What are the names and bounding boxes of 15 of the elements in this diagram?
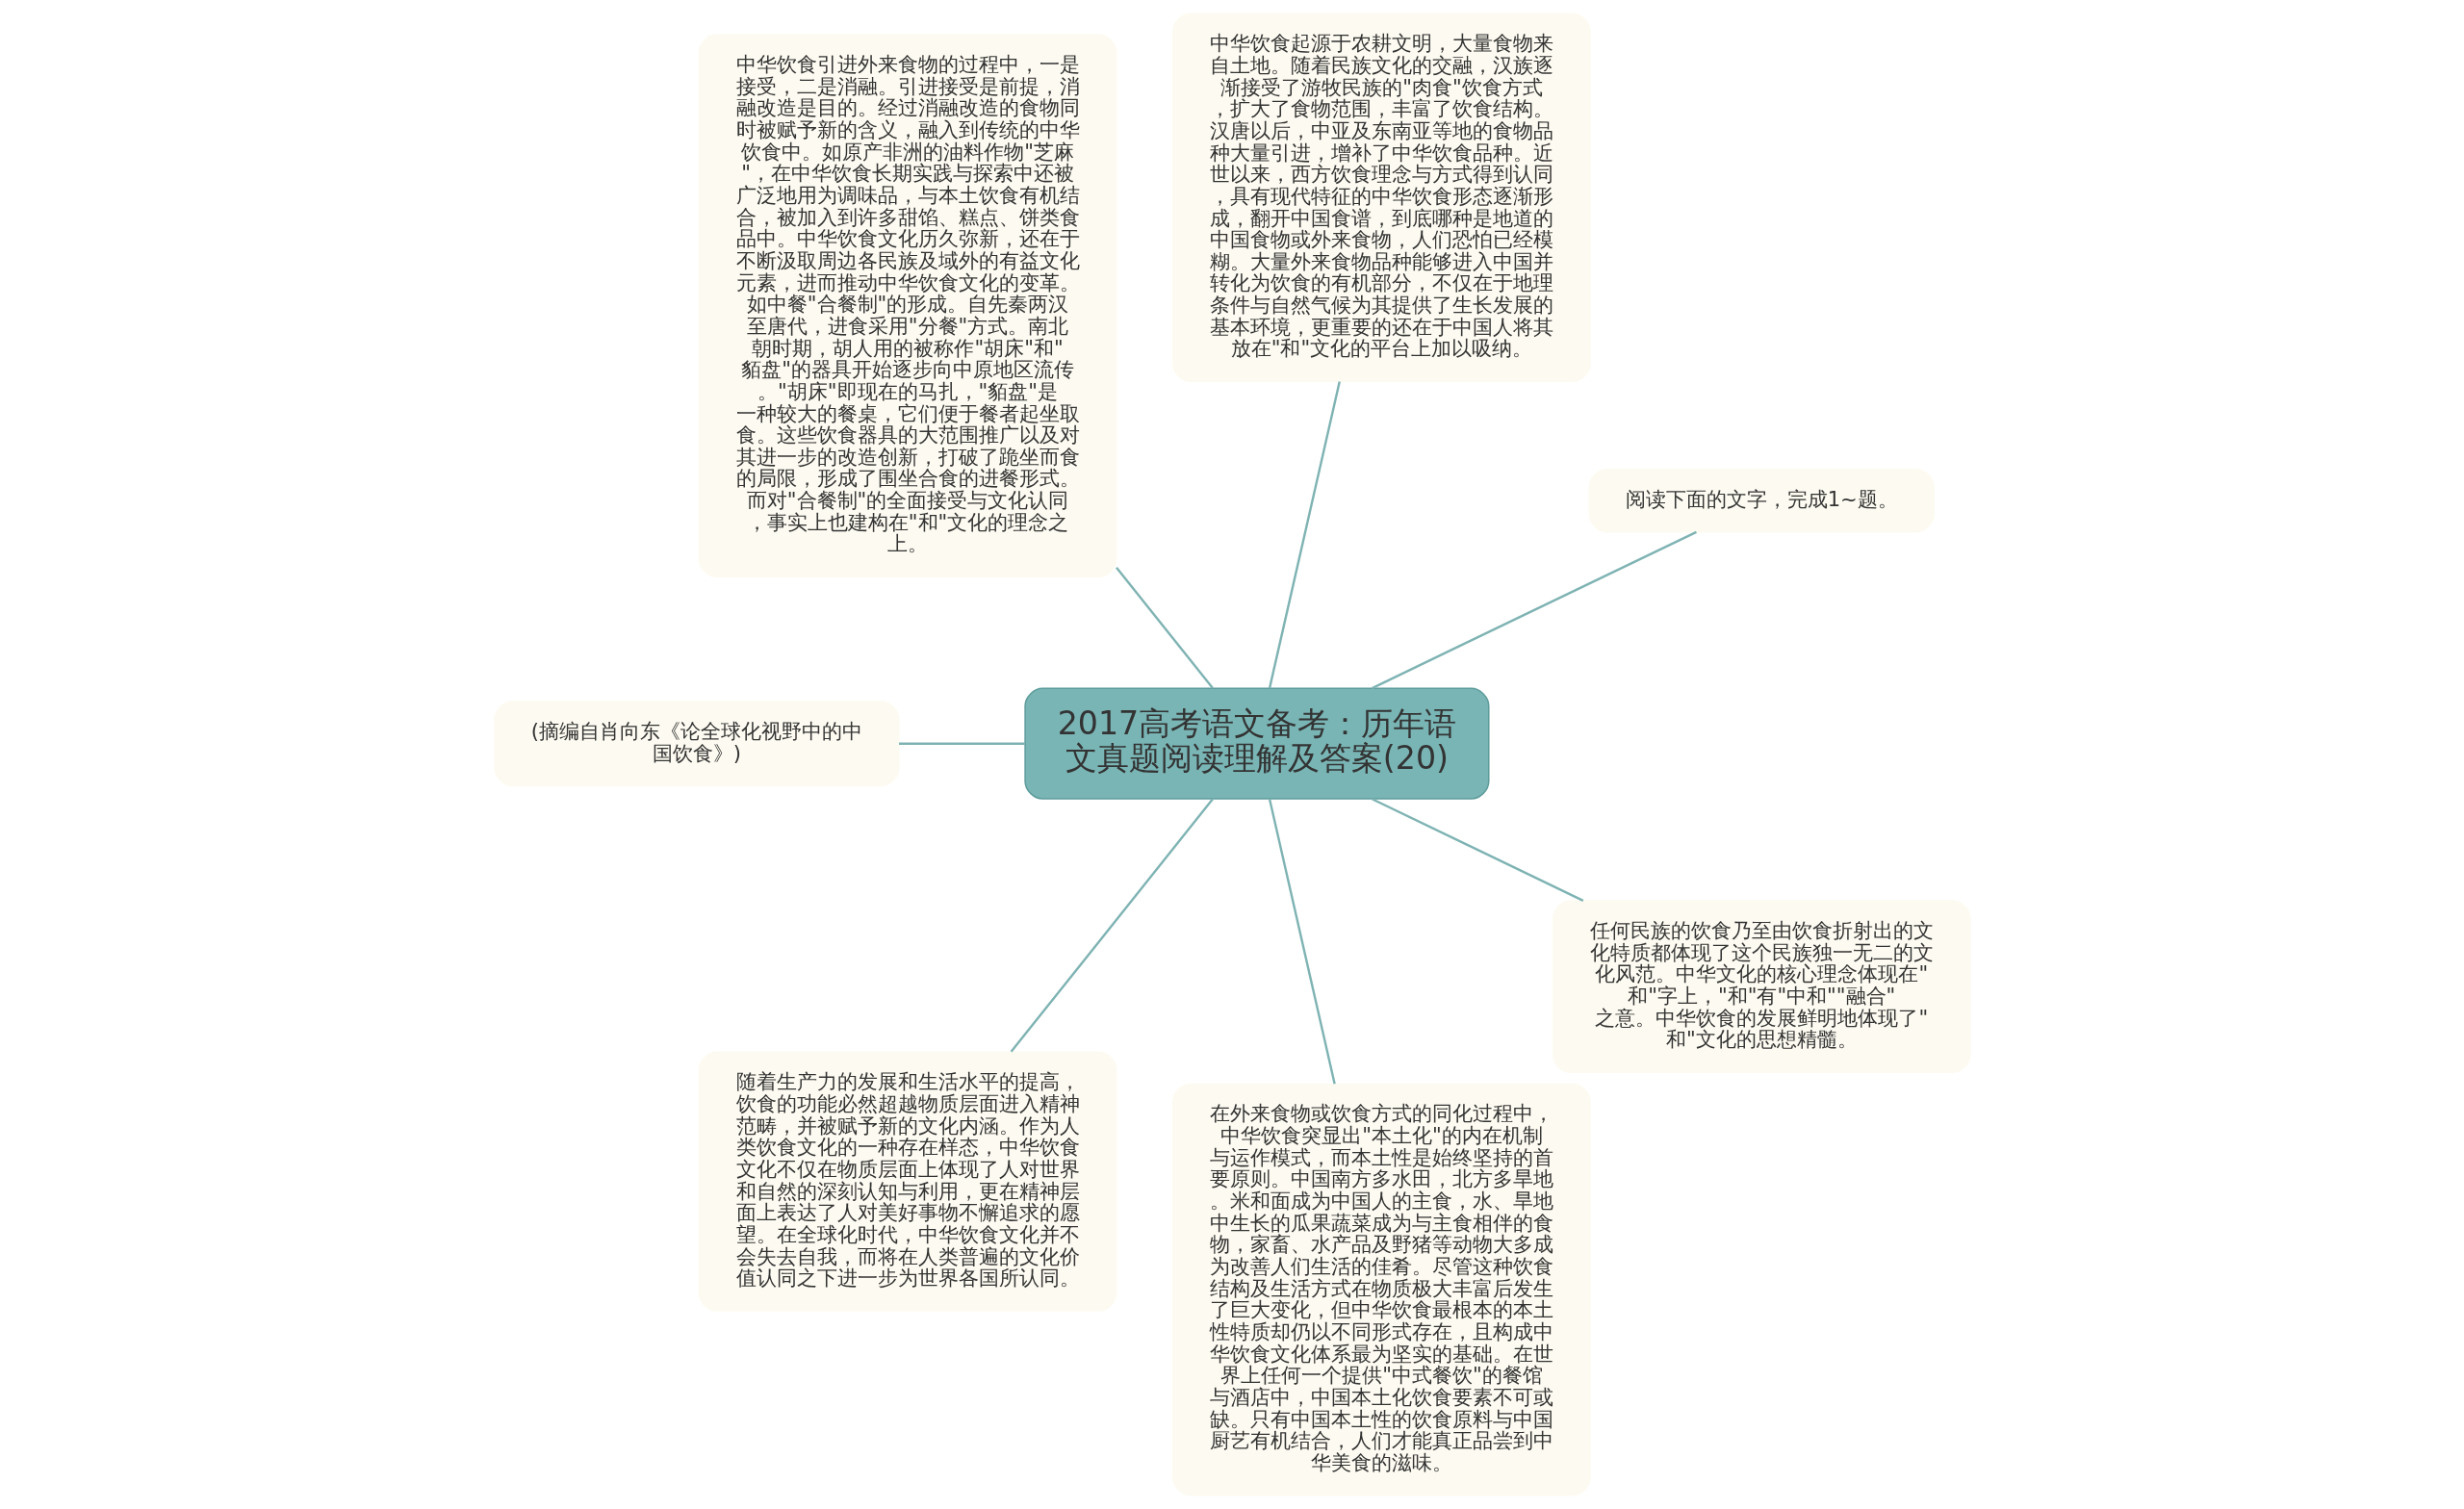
node-box: 2017高考语文备考：历年语文真题阅读理解及答案(20) [1023, 687, 1490, 800]
node-box: 随着生产力的发展和生活水平的提高，饮食的功能必然超越物质层面进入精神范畴，并被赋予新的文化内涵。作为人类饮食文化的一种存在样态，中华饮食文化不仅在物质层面上体现了人对世界和自然的深刻认知与利用，更在精神层面上表达了人对美好事物不懈追求的愿望。在全球化时代，中华饮食文化并不会失去自我，而将在人类普遍的文化价值认同之下进一步为世界各国所认同。 [698, 1051, 1116, 1312]
node-box: 中华饮食起源于农耕文明，大量食物来自土地。随着民族文化的交融，汉族逐渐接受了游牧民族的"肉食"饮食方式，扩大了食物范围，丰富了饮食结构。汉唐以后，中亚及东南亚等地的食物品种大量引进，增补了中华饮食品种。近世以来，西方饮食理念与方式得到认同，具有现代特征的中华饮食形态逐渐形成，翻开中国食谱，到底哪种是地道的中国食物或外来食物，人们恐怕已经模糊。大量外来食物品种能够进入中国并转化为饮食的有机部分，不仅在于地理条件与自然气候为其提供了生长发展的基本环境，更重要的还在于中国人将其放在"和"文化的平台上加以吸纳。 [1171, 13, 1591, 383]
connector [1371, 798, 1583, 902]
node-box: 阅读下面的文字，完成1~题。 [1588, 468, 1935, 533]
connector [1115, 566, 1214, 689]
connector [1010, 798, 1214, 1053]
node-box: 中华饮食引进外来食物的过程中，一是接受，二是消融。引进接受是前提，消融改造是目的。经过消融改造的食物同时被赋予新的含义，融入到传统的中华饮食中。如原产非洲的油料作物"芝麻"，在中华饮食长期实践与探索中还被广泛地用为调味品，与本土饮食有机结合，被加入到许多甜馅、糕点、饼类食品中。中华饮食文化历久弥新，还在于不断汲取周边各民族及域外的有益文化元素，进而推动中华饮食文化的变革。如中餐"合餐制"的形成。自先秦两汉至唐代，进食采用"分餐"方式。南北朝时期，胡人用的被称作"胡床"和"貊盘"的器具开始逐步向中原地区流传。"胡床"即现在的马扎，"貊盘"是一种较大的餐桌，它们便于餐者起坐取食。这些饮食器具的大范围推广以及对其进一步的改造创新，打破了跪坐而食的局限，形成了围坐合食的进餐形式。而对"合餐制"的全面接受与文化认同，事实上也建构在"和"文化的理念之上。 [698, 34, 1116, 578]
node-box: 任何民族的饮食乃至由饮食折射出的文化特质都体现了这个民族独一无二的文化风范。中华文化的核心理念体现在"和"字上，"和"有"中和""融合"之意。中华饮食的发展鲜明地体现了"和"文化的思想精髓。 [1552, 900, 1971, 1074]
node-box: 在外来食物或饮食方式的同化过程中，中华饮食突显出"本土化"的内在机制与运作模式，而本土性是始终坚持的首要原则。中国南方多水田，北方多旱地。米和面成为中国人的主食，水、旱地中生长的瓜果蔬菜成为与主食相伴的食物，家畜、水产品及野猪等动物大多成为改善人们生活的佳肴。尽管这种饮食结构及生活方式在物质极大丰富后发生了巨大变化，但中华饮食最根本的本土性特质却仍以不同形式存在，且构成中华饮食文化体系最为坚实的基础。在世界上任何一个提供"中式餐饮"的餐馆与酒店中，中国本土化饮食要素不可或缺。只有中国本土性的饮食原料与中国厨艺有机结合，人们才能真正品尝到中华美食的滋味。 [1171, 1083, 1591, 1496]
connector [1268, 798, 1336, 1085]
connector [898, 742, 1025, 745]
connector [1268, 381, 1341, 689]
connector [1371, 530, 1697, 690]
node-box: (摘编自肖向东《论全球化视野中的中国饮食》) [493, 701, 900, 787]
